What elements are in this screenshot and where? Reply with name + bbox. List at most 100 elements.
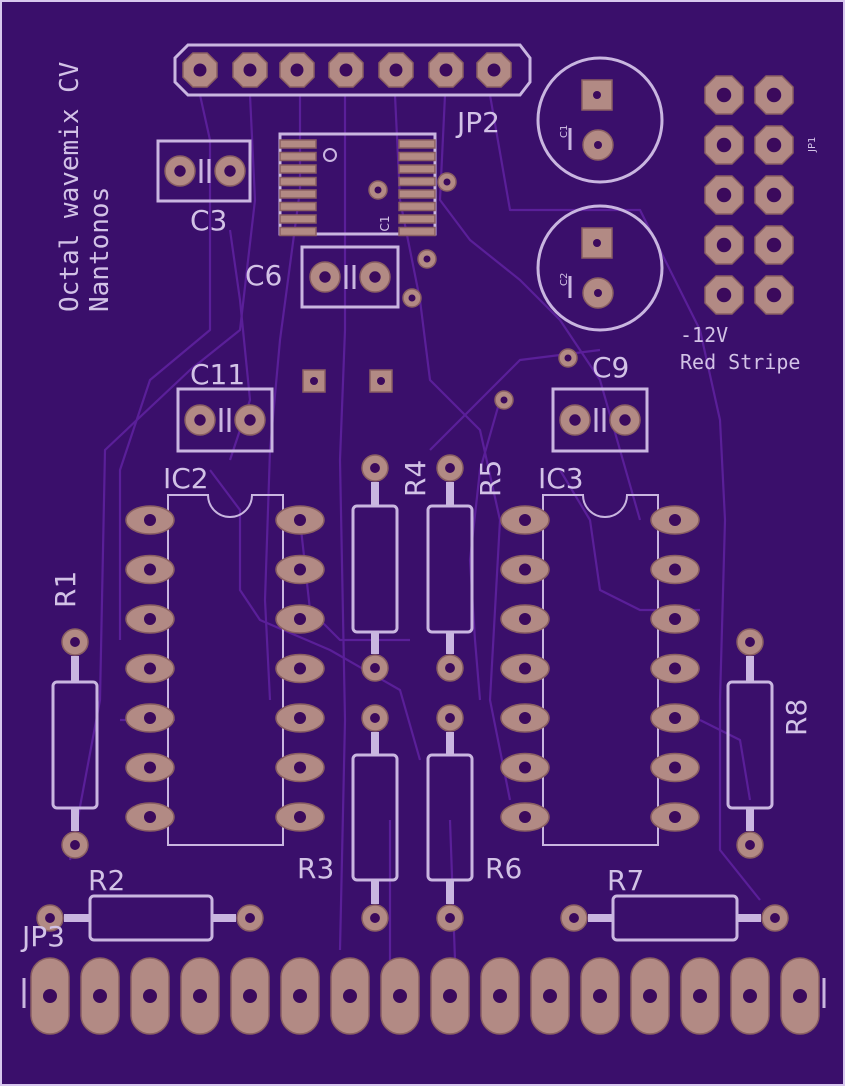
jp1-pad-a2-hole <box>716 137 732 153</box>
ic2-pads-r2-hole <box>294 563 306 576</box>
jp2-pad-5-hole <box>389 63 403 77</box>
via-1-hole <box>443 178 451 186</box>
r2-pad-2-hole <box>245 913 255 923</box>
r1-body <box>51 680 99 810</box>
via-6-hole <box>500 396 508 404</box>
ic3-pads-r7-hole <box>669 811 681 823</box>
ic1-pad-l7 <box>279 214 317 224</box>
jp3-pad-6-hole <box>293 989 307 1003</box>
ic2-pads <box>125 505 325 832</box>
resistors <box>36 454 789 942</box>
ic3-package <box>542 494 659 846</box>
jp1-pads <box>704 75 794 315</box>
ic3-pads-l6-hole <box>519 761 531 774</box>
r8-pad-2-hole <box>745 840 755 850</box>
jp3-pad-4-hole <box>193 989 207 1003</box>
ic1-pad-l4 <box>279 176 317 187</box>
ic1-pad-r6 <box>398 201 436 212</box>
power-note-line1: -12V <box>680 323 728 347</box>
r1-pad-2-hole <box>70 840 80 850</box>
ic1-pads <box>279 139 436 237</box>
ic2-pads-r1-hole <box>294 514 306 526</box>
jp3-pad-7-hole <box>343 989 357 1003</box>
r2-label: R2 <box>88 864 125 897</box>
r6-body <box>426 753 474 882</box>
ic2-pads-l4-hole <box>144 662 156 675</box>
via-5-hole <box>564 354 572 362</box>
r1-pad-1-hole <box>70 637 80 647</box>
ic3-pads-l1-hole <box>519 514 531 526</box>
r5-label: R5 <box>474 460 507 497</box>
ic1-pad-r2 <box>398 151 436 162</box>
via-3-hole <box>423 255 431 263</box>
c11-pad-1-hole <box>194 414 206 426</box>
c1-label: C1 <box>559 125 570 138</box>
c3-pad-2-hole <box>224 165 236 177</box>
ic3-pads-r2-hole <box>669 563 681 576</box>
jp1-label: JP1 <box>807 137 818 153</box>
jp1-pad-b5-hole <box>766 287 782 303</box>
jp2-pad-1-hole <box>193 63 207 77</box>
r7-body <box>611 894 739 942</box>
vias <box>302 172 578 410</box>
ic3-pads-r6-hole <box>669 761 681 774</box>
via-4-hole <box>408 294 416 302</box>
r5-body <box>426 504 474 634</box>
ic3-pads-l3-hole <box>519 613 531 625</box>
jp2-pad-4-hole <box>339 63 353 77</box>
jp1-pad-b3-hole <box>766 187 782 203</box>
ic2-pads-r4-hole <box>294 662 306 675</box>
r6-label: R6 <box>485 852 522 885</box>
r2-pad-1-hole <box>45 913 55 923</box>
r4-pad-2-hole <box>370 663 380 673</box>
ic2-pads-r5-hole <box>294 712 306 724</box>
c6-label: C6 <box>245 259 282 292</box>
r3-pad-1-hole <box>370 713 380 723</box>
ic1-pad-l2 <box>279 151 317 162</box>
jp1-pad-a3-hole <box>716 187 732 203</box>
ic1-pad-r1 <box>398 139 436 149</box>
jp2-header <box>173 43 532 97</box>
jp3-pad-2-hole <box>93 989 107 1003</box>
ic1-pad-l5 <box>279 189 317 199</box>
jp1-pad-a5-hole <box>716 287 732 303</box>
c9-label: C9 <box>592 351 629 384</box>
r6-pad-2-hole <box>445 913 455 923</box>
jp1-pad-a1-hole <box>716 87 732 103</box>
ic2-pads-l3-hole <box>144 613 156 625</box>
r8-pad-1-hole <box>745 637 755 647</box>
ic1-pad-r8 <box>398 226 436 237</box>
jp1-pad-b4-hole <box>766 237 782 253</box>
board-title: Octal wavemix CV <box>55 62 85 312</box>
r5-pad-2-hole <box>445 663 455 673</box>
c2-capacitor <box>536 204 664 332</box>
ic1-label: IC1 <box>378 215 392 235</box>
c11-label: C11 <box>190 358 245 391</box>
r2-body <box>88 894 214 942</box>
r7-pad-2-hole <box>770 913 780 923</box>
ic1-pad-r3 <box>398 164 436 174</box>
r6-pad-1-hole <box>445 713 455 723</box>
ic1-pad-r4 <box>398 176 436 187</box>
ic2-pads-r7-hole <box>294 811 306 823</box>
ic1-pad-r5 <box>398 189 436 199</box>
ic2-pads-l2-hole <box>144 563 156 576</box>
square-via-2-hole <box>377 377 385 385</box>
ic3-pads-r3-hole <box>669 613 681 625</box>
c6-outline <box>300 245 400 309</box>
jp2-pad-7-hole <box>487 63 501 77</box>
ic2-pads-l6-hole <box>144 761 156 774</box>
jp3-pads <box>30 957 820 1035</box>
r8-label: R8 <box>780 699 813 736</box>
jp3-header <box>22 978 826 1008</box>
ic1-pad-l1 <box>279 139 317 149</box>
jp3-pad-1-hole <box>43 989 57 1003</box>
r3-label: R3 <box>297 852 334 885</box>
square-via-1-hole <box>310 377 318 385</box>
jp3-pad-9-hole <box>443 989 457 1003</box>
jp1-pad-a4-hole <box>716 237 732 253</box>
r8-body <box>726 680 774 810</box>
ic2-pads-l1-hole <box>144 514 156 526</box>
c3-label: C3 <box>190 204 227 237</box>
jp3-pad-3-hole <box>143 989 157 1003</box>
